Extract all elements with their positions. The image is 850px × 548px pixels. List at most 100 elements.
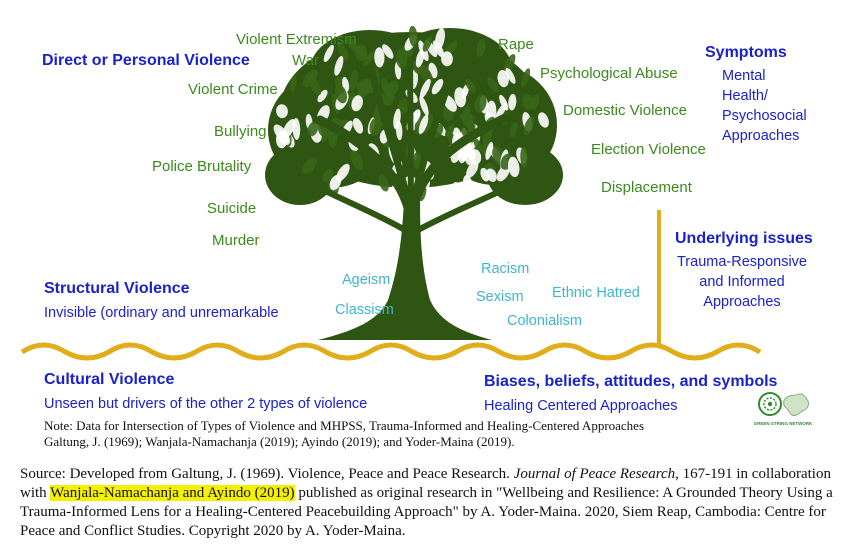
leaf <box>523 116 535 136</box>
leaf <box>276 104 288 119</box>
leaf <box>395 48 408 70</box>
tree-trunk <box>318 200 492 340</box>
ground-wave-line <box>20 342 762 361</box>
underlying-desc-line-3: Approaches <box>703 294 781 310</box>
leaf <box>397 99 410 114</box>
leaf <box>317 89 328 103</box>
leaf <box>412 152 421 168</box>
leaf <box>441 51 453 67</box>
direct-item-domestic-violence: Domestic Violence <box>563 102 687 119</box>
leaf <box>507 156 520 178</box>
leaf <box>411 61 422 75</box>
leaf <box>337 41 349 61</box>
source-citation: Source: Developed from Galtung, J. (1969… <box>20 465 840 541</box>
leaf <box>466 161 479 178</box>
leaf <box>334 85 348 104</box>
leaf <box>487 77 500 93</box>
leaf <box>362 49 377 66</box>
leaf <box>349 69 359 91</box>
biases-description: Healing Centered Approaches <box>484 398 678 414</box>
underlying-desc-line-2: and Informed <box>699 274 785 290</box>
leaf <box>508 93 517 111</box>
leaf <box>302 157 317 175</box>
direct-item-election-violence: Election Violence <box>591 141 706 158</box>
structural-item-classism: Classism <box>335 302 394 318</box>
leaf <box>422 36 433 52</box>
underlying-desc-line-1: Trauma-Responsive <box>676 254 807 270</box>
leaf <box>345 36 360 53</box>
direct-item-murder: Murder <box>212 232 260 249</box>
direct-item-psychological-abuse: Psychological Abuse <box>540 65 678 82</box>
source-highlighted-authors: Wanjala-Namachanja and Ayindo (2019) <box>50 485 295 501</box>
heading-symptoms: Symptoms <box>705 44 787 61</box>
tree-branch <box>410 68 456 204</box>
direct-item-rape: Rape <box>498 36 534 53</box>
heading-biases: Biases, beliefs, attitudes, and symbols <box>484 373 778 390</box>
tree-branch <box>297 175 408 233</box>
note-line-1: Note: Data for Intersection of Types of … <box>44 418 645 433</box>
source-text-3: published as original research in "Wellb… <box>20 485 833 539</box>
leaf <box>474 93 487 113</box>
leaf <box>323 44 334 63</box>
leaf <box>464 78 477 93</box>
leaf <box>538 112 549 128</box>
structural-item-ethnic-hatred: Ethnic Hatred <box>552 285 640 301</box>
source-text-2: , 167-191 in collaboration with <box>20 466 831 501</box>
leaf <box>485 141 494 160</box>
heading-structural-violence: Structural Violence <box>44 280 190 297</box>
tree-branch <box>407 57 414 208</box>
direct-item-violent-extremism: Violent Extremism <box>236 31 357 48</box>
leaf <box>485 100 497 122</box>
leaf <box>393 108 401 130</box>
leaf <box>352 117 364 134</box>
leaf <box>444 124 455 138</box>
heading-underlying-issues: Underlying issues <box>675 230 813 247</box>
leaf <box>505 67 516 84</box>
logo-graphic-icon <box>758 392 809 416</box>
tree-branch <box>368 66 412 204</box>
symptoms-desc-line-4: Approaches <box>722 128 800 144</box>
structural-description: Invisible (ordinary and unremarkable <box>44 305 279 321</box>
tree-branch <box>415 175 531 233</box>
leaf <box>329 174 342 191</box>
leaf <box>419 95 429 116</box>
leaf <box>419 78 431 98</box>
logo-text: GREEN STRING NETWORK <box>753 421 813 426</box>
leaf <box>452 181 464 200</box>
leaf <box>408 25 418 47</box>
structural-item-racism: Racism <box>481 261 530 277</box>
green-string-network-logo: GREEN STRING NETWORK <box>752 388 814 428</box>
heading-direct-violence: Direct or Personal Violence <box>42 52 250 69</box>
direct-item-displacement: Displacement <box>601 179 692 196</box>
leaf <box>494 102 508 121</box>
leaf <box>463 175 473 194</box>
leaf <box>307 121 319 137</box>
leaf <box>385 80 399 98</box>
direct-item-police-brutality: Police Brutality <box>152 158 252 175</box>
leaf <box>462 105 471 119</box>
cultural-description: Unseen but drivers of the other 2 types … <box>44 396 368 412</box>
leaf <box>454 87 467 108</box>
leaf <box>476 39 486 57</box>
symptoms-desc-line-2: Health/ <box>722 88 768 104</box>
leaf <box>334 55 344 76</box>
leaf <box>289 75 297 92</box>
structural-item-colonialism: Colonialism <box>507 313 582 329</box>
direct-item-violent-crime: Violent Crime <box>188 81 278 98</box>
leaf <box>355 44 367 62</box>
leaf <box>520 146 528 168</box>
direct-item-war: War <box>292 52 319 69</box>
symptoms-desc-line-3: Psychosocial <box>722 108 807 124</box>
leaf <box>521 68 531 88</box>
symptoms-desc-line-1: Mental <box>722 68 766 84</box>
leaf <box>382 44 394 59</box>
direct-item-suicide: Suicide <box>207 200 257 217</box>
leaf <box>418 114 429 135</box>
leaf <box>509 121 518 138</box>
leaf <box>432 40 445 58</box>
leaf <box>351 95 363 112</box>
leaf <box>350 150 363 171</box>
heading-cultural-violence: Cultural Violence <box>44 371 175 388</box>
